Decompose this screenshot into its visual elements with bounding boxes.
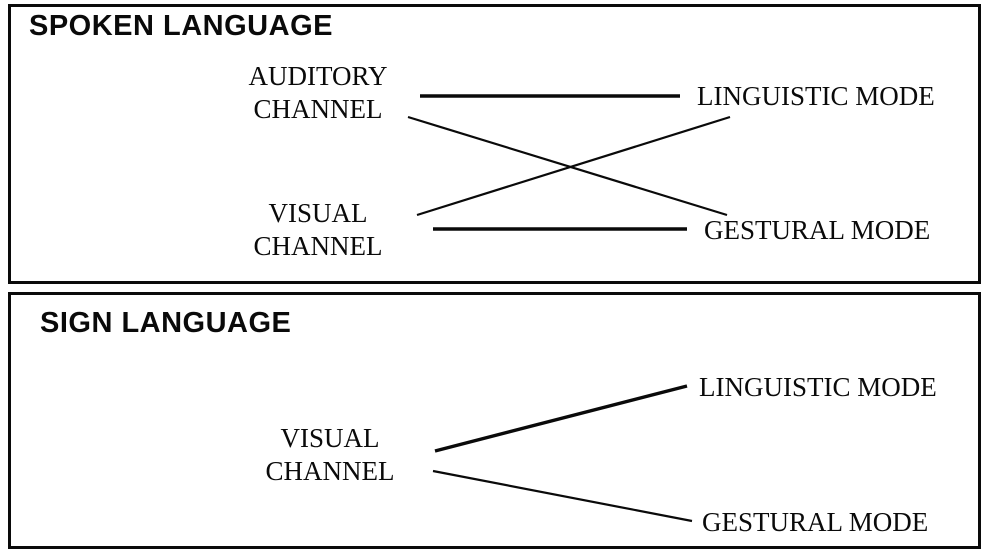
node-gestural-mode-spoken: GESTURAL MODE bbox=[704, 215, 931, 245]
node-auditory-channel: AUDITORY CHANNEL bbox=[218, 60, 418, 126]
node-gestural-mode-sign: GESTURAL MODE bbox=[702, 507, 929, 537]
visual-channel-spoken-label-line1: VISUAL bbox=[268, 198, 368, 228]
visual-channel-sign-label-line1: VISUAL bbox=[280, 423, 380, 453]
auditory-channel-label-line2: CHANNEL bbox=[253, 94, 383, 124]
node-visual-channel-spoken: VISUAL CHANNEL bbox=[218, 197, 418, 263]
node-visual-channel-sign: VISUAL CHANNEL bbox=[230, 422, 430, 488]
node-linguistic-mode-spoken: LINGUISTIC MODE bbox=[697, 81, 935, 111]
spoken-language-title: SPOKEN LANGUAGE bbox=[29, 10, 333, 42]
visual-channel-spoken-label-line2: CHANNEL bbox=[253, 231, 383, 261]
node-linguistic-mode-sign: LINGUISTIC MODE bbox=[699, 372, 937, 402]
sign-language-title: SIGN LANGUAGE bbox=[40, 307, 292, 339]
auditory-channel-label-line1: AUDITORY bbox=[248, 61, 388, 91]
visual-channel-sign-label-line2: CHANNEL bbox=[265, 456, 395, 486]
